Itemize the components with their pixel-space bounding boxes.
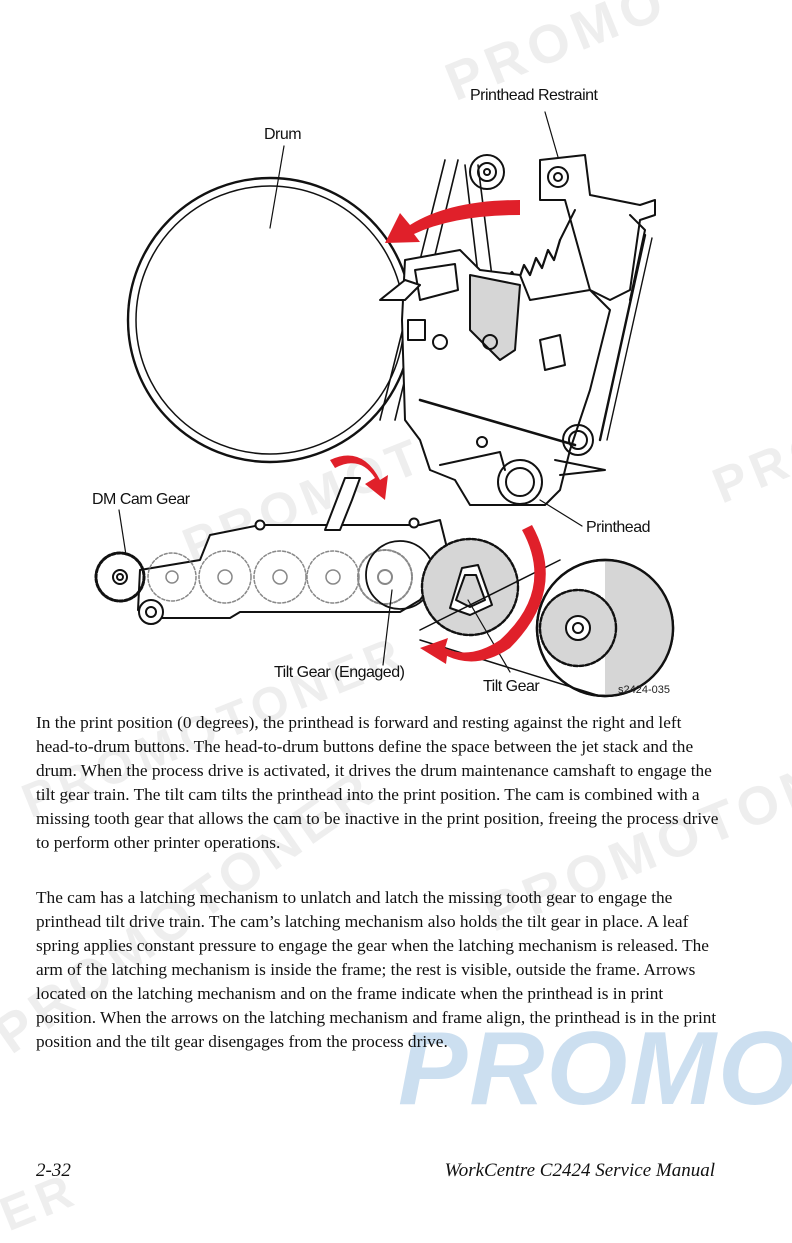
tilt-gear-engaged-detail bbox=[357, 540, 435, 610]
process-drive-gear bbox=[419, 558, 675, 698]
gear-base-plate bbox=[137, 519, 451, 619]
tilt-gear bbox=[420, 537, 520, 637]
footer-page-number: 2-32 bbox=[36, 1160, 71, 1181]
label-printhead-restraint: Printhead Restraint bbox=[470, 87, 598, 104]
printhead-restraint-part bbox=[539, 154, 656, 301]
paragraph-cam-latching: The cam has a latching mechanism to unla… bbox=[36, 888, 717, 1051]
label-dm-cam-gear: DM Cam Gear bbox=[92, 491, 190, 508]
printhead-tilt-mechanism-illustration bbox=[94, 111, 675, 698]
label-tilt-gear-engaged: Tilt Gear (Engaged) bbox=[274, 664, 405, 681]
label-printhead: Printhead bbox=[586, 519, 651, 536]
rotation-arrows bbox=[330, 200, 546, 664]
footer-manual-title: WorkCentre C2424 Service Manual bbox=[444, 1160, 715, 1181]
paragraph-print-position: In the print position (0 degrees), the p… bbox=[36, 713, 719, 852]
drum-illustration bbox=[126, 176, 414, 464]
label-drum: Drum bbox=[264, 126, 302, 143]
label-tilt-gear: Tilt Gear bbox=[483, 678, 540, 695]
dm-cam-gear bbox=[94, 551, 146, 603]
figure-code: s2424-035 bbox=[618, 684, 670, 696]
